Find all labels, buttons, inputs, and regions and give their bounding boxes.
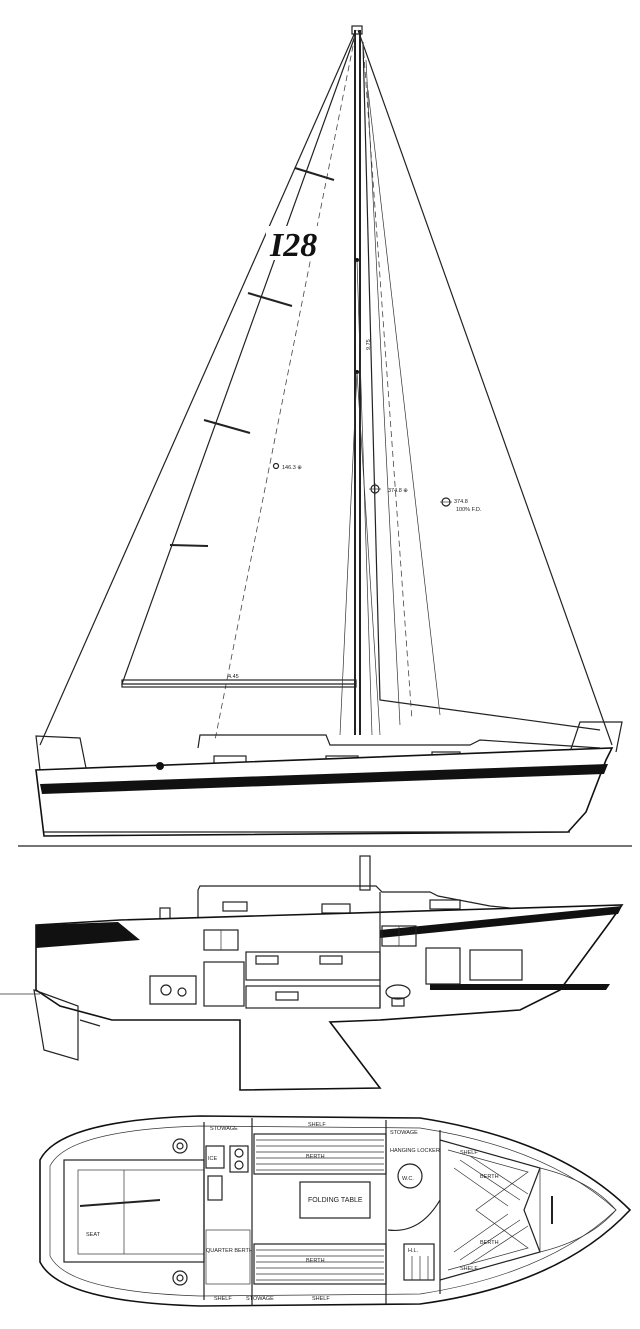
- label-quarter-berth: QUARTER BERTH: [206, 1248, 253, 1254]
- label-berth-top: BERTH: [306, 1154, 325, 1160]
- mast-dimension: 9.75: [366, 339, 372, 350]
- label-folding-table: FOLDING TABLE: [308, 1197, 363, 1204]
- label-shelf-vee: SHELF: [460, 1266, 478, 1272]
- label-shelf-bottom-right: SHELF: [312, 1296, 330, 1302]
- label-hanging-locker: HANGING LOCKER: [390, 1148, 440, 1154]
- backstay: [39, 29, 357, 746]
- label-wc: W.C.: [402, 1176, 414, 1182]
- accommodation-plan: SEAT: [39, 1115, 632, 1307]
- total-area-label: 374.8: [454, 499, 468, 505]
- hull-profile: [35, 721, 623, 837]
- label-ice-box: ICE: [208, 1156, 218, 1162]
- label-berth-bottom: BERTH: [306, 1258, 325, 1264]
- cockpit-seat-label: SEAT: [86, 1232, 101, 1238]
- sail-logo-text: I28: [269, 227, 317, 264]
- inboard-profile: [0, 855, 624, 1091]
- label-hanging-locker-bottom: H.L.: [408, 1248, 419, 1254]
- boom: [121, 679, 357, 688]
- main-area-label: 146.3 ⊕: [282, 465, 302, 471]
- sail-logo: I28: [266, 226, 330, 264]
- fore-area-label: 374.8 ⊕: [388, 488, 408, 494]
- label-berth-vee-bottom: BERTH: [480, 1240, 499, 1246]
- mainsail: [121, 35, 356, 741]
- label-stowage-bottom: STOWAGE: [246, 1296, 274, 1302]
- label-stowage-top: STOWAGE: [210, 1126, 238, 1132]
- forestay: [357, 29, 613, 746]
- label-shelf-top: SHELF: [308, 1122, 326, 1128]
- total-area-sublabel: 100% F.D.: [456, 507, 482, 513]
- sail-plan: I28 146.3 ⊕ 374.8 ⊕ 374.8 100% F.D. 4.45…: [18, 25, 632, 847]
- label-berth-vee-top: BERTH: [480, 1174, 499, 1180]
- label-shelf-fwd: SHELF: [460, 1150, 478, 1156]
- genoa: [362, 41, 601, 731]
- label-stowage-fwd: STOWAGE: [390, 1130, 418, 1136]
- label-shelf-bottom: SHELF: [214, 1296, 232, 1302]
- boom-dimension: 4.45: [228, 674, 239, 680]
